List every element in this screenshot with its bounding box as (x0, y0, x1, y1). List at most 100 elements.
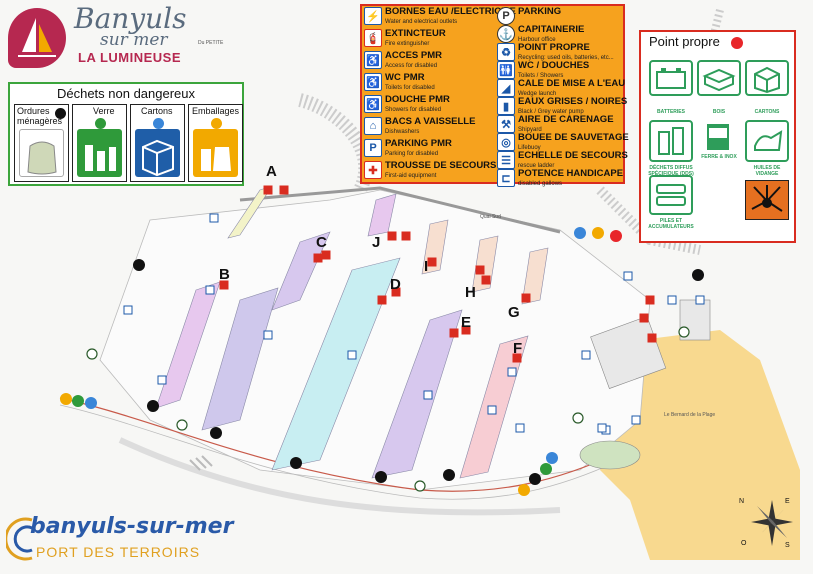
waste-panel: Déchets non dangereux Ordures ménagères … (8, 82, 244, 186)
legend-subtitle: Lifebuoy (518, 145, 541, 151)
outlet-marker-icon (507, 367, 517, 377)
legend-title: BORNES EAU /ELECTRICITE (385, 6, 516, 17)
legend-subtitle: Showers for disabled (385, 107, 442, 113)
extinguisher-marker-icon (647, 333, 657, 343)
compass-icon (751, 500, 793, 546)
outlet-marker-icon (205, 285, 215, 295)
packaging-icon (193, 129, 238, 177)
bin-label: Emballages (192, 106, 240, 116)
battery-icon (649, 60, 693, 96)
pontoon-label-i: I (424, 258, 429, 275)
pontoon-6 (371, 309, 463, 479)
electric-outlet-icon: ⚡ (364, 7, 382, 25)
waste-collection-point (610, 230, 622, 242)
bin-label: Cartons (141, 106, 173, 116)
metal-can-icon (697, 120, 741, 162)
legend-subtitle: disabled gallows (518, 181, 563, 187)
pontoon-2 (155, 281, 221, 409)
pontoon-5 (271, 257, 401, 471)
waste-collection-point (147, 400, 159, 412)
point-propre-title: Point propre (649, 34, 720, 49)
waste-panel-title: Déchets non dangereux (56, 86, 196, 101)
legend-title: TROUSSE DE SECOURS (385, 160, 497, 171)
legend-text: TROUSSE DE SECOURS First-aid equipment (385, 161, 496, 181)
batteries-cells-icon (649, 175, 693, 215)
outlet-marker-icon (597, 423, 607, 433)
road-edge (59, 404, 621, 500)
explosive-hazard-icon (745, 180, 789, 220)
waste-dots-group (60, 227, 704, 496)
fire-extinguisher-icon: 🧯 (364, 29, 382, 47)
pontoon-label-g: G (508, 304, 520, 321)
waste-collection-point (529, 473, 541, 485)
point-propre-dot (731, 37, 743, 49)
extinguisher-marker-icon (279, 185, 289, 195)
legend-title: WC PMR (385, 72, 425, 83)
extinguisher-marker-icon (321, 250, 331, 260)
outlet-marker-icon (157, 375, 167, 385)
rescue-ladder-icon: ☰ (497, 151, 515, 169)
pp-label: PILES ET ACCUMULATEURS (648, 218, 694, 230)
bin-household: Ordures ménagères (14, 104, 69, 182)
outlet-marker-icon (667, 295, 677, 305)
pp-label: DÉCHETS DIFFUS SPÉCIFIQUE (DDS) (648, 165, 694, 177)
waste-collection-point (85, 397, 97, 409)
legend-title: EAUX GRISES / NOIRES (518, 96, 628, 107)
pp-label: BATTERIES (657, 109, 685, 115)
legend-title: BACS A VAISSELLE (385, 116, 476, 127)
extinguisher-marker-icon (391, 287, 401, 297)
waste-collection-point (72, 395, 84, 407)
brand-swirl-icon (6, 517, 33, 561)
logo-title: Banyuls (74, 2, 187, 35)
waste-collection-point (592, 227, 604, 239)
pontoon-4 (271, 231, 331, 311)
shipyard-icon: ⚒ (497, 115, 515, 133)
pontoon-label-f: F (513, 340, 523, 357)
brand-name: banyuls-sur-mer (30, 514, 234, 539)
pontoon-10 (471, 235, 499, 293)
small-place-label: Du PETITE (198, 40, 224, 46)
legend-subtitle: Toilets / Showers (518, 73, 564, 79)
waste-collection-point (60, 393, 72, 405)
cardboard-box-icon (135, 129, 180, 177)
first-aid-icon: ✚ (364, 161, 382, 179)
harbour-office-icon: ⚓ (497, 25, 515, 43)
waste-dot (153, 118, 164, 129)
waste-collection-point (375, 471, 387, 483)
wc-pmr-icon: ♿ (364, 73, 382, 91)
pontoon-label-j: J (372, 234, 381, 251)
bin-label: Verre (93, 106, 115, 116)
toilets-showers-icon: 🚻 (497, 61, 515, 79)
legend-title: POTENCE HANDICAPE (518, 168, 624, 179)
extinguisher-marker-icon (401, 231, 411, 241)
recycling-icon: ♻ (497, 43, 515, 61)
shower-pmr-icon: ♿ (364, 95, 382, 113)
extinguisher-marker-icon (387, 231, 397, 241)
grey-water-pump-icon: ▮ (497, 97, 515, 115)
parking-icon: P (497, 7, 515, 25)
legend-subtitle: First-aid equipment (385, 173, 437, 179)
breakwater (298, 93, 373, 194)
pontoon-3 (201, 287, 279, 431)
waste-dot (95, 118, 106, 129)
waste-collection-point (546, 452, 558, 464)
wedge-launch-icon: ◢ (497, 79, 515, 97)
waste-collection-point (210, 427, 222, 439)
legend-title: PARKING PMR (385, 138, 452, 149)
extinguisher-marker-icon (521, 293, 531, 303)
legend-title: BOUEE DE SAUVETAGE (518, 132, 629, 143)
logo-tagline: LA LUMINEUSE (78, 50, 182, 65)
extinguisher-marker-icon (512, 353, 522, 363)
outlet-marker-icon (695, 295, 705, 305)
legend-title: WC / DOUCHES (518, 60, 590, 71)
logo-subtitle: sur mer (100, 30, 168, 50)
